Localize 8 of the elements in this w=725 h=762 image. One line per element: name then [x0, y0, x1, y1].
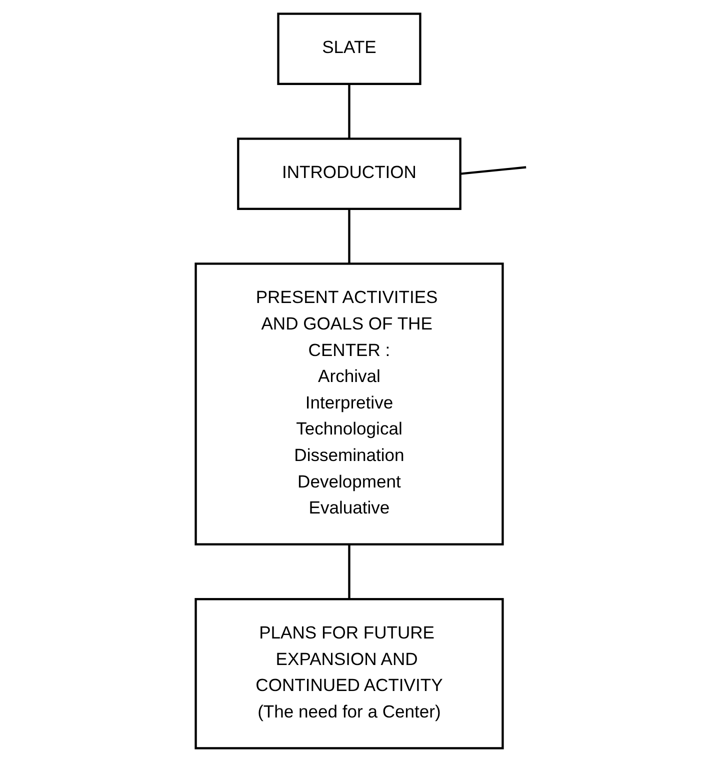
connector — [348, 208, 351, 264]
connector — [348, 84, 351, 139]
node-box: SLATE — [278, 12, 422, 86]
node-box: INTRODUCTION — [238, 138, 462, 210]
connector — [348, 544, 351, 600]
node-box: PLANS FOR FUTURE EXPANSION AND CONTINUED ACTIVITY (The need for a Center) — [195, 598, 504, 750]
connector-line — [460, 166, 527, 175]
node-box: PRESENT ACTIVITIES AND GOALS OF THE CENTER : Archival Interpretive Technological Dissemination Development Evaluative — [195, 262, 504, 546]
